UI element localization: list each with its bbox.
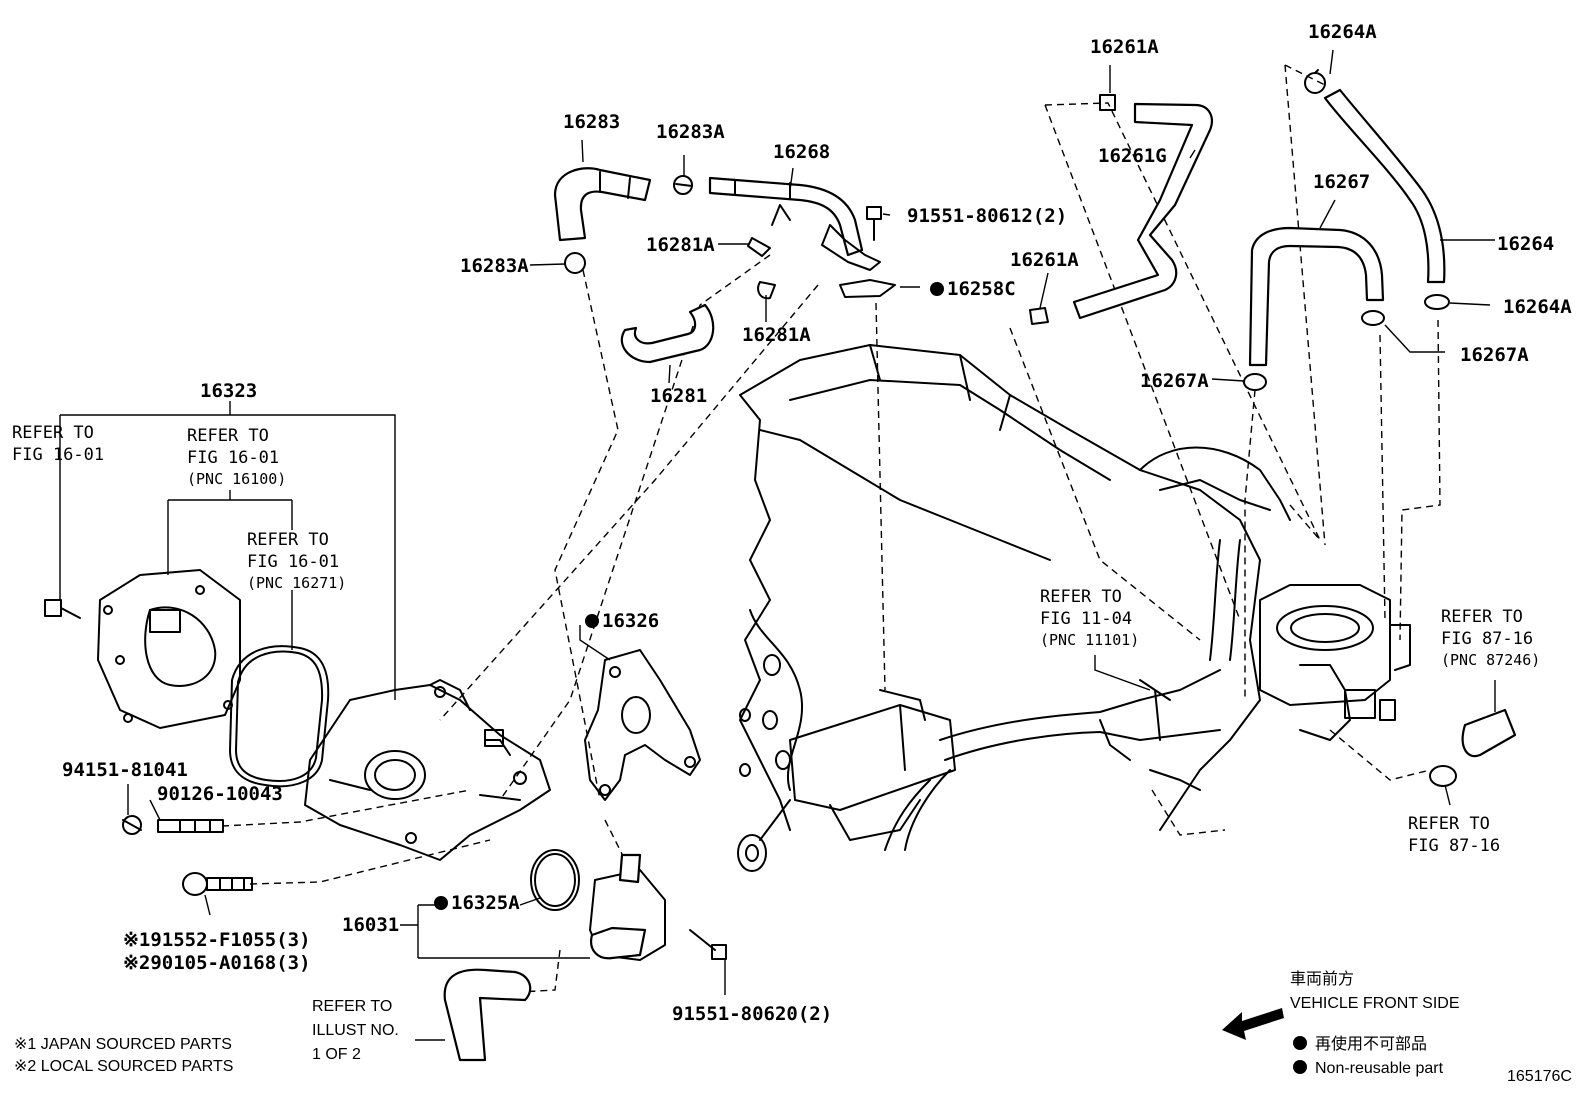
throttle-body: [1259, 584, 1411, 741]
label-16261A-mid: 16261A: [1010, 249, 1079, 271]
label-16281A-left: 16281A: [646, 234, 715, 256]
water-inlet-16031: [589, 853, 666, 961]
figure-id: 165176C: [1507, 1068, 1572, 1085]
label-16267A-right: 16267A: [1460, 344, 1529, 366]
part-labels: 16283 16283A 16268 16261A 16264A 16261G …: [62, 21, 1572, 1025]
ref-87-16-line2: FIG 87-16: [1408, 836, 1500, 856]
gasket-16325A: [530, 849, 580, 911]
bolt-94151: [122, 815, 142, 835]
gasket-16258C: [839, 279, 896, 298]
ref-11101-line3: (PNC 11101): [1040, 631, 1139, 649]
gasket-16326: [584, 649, 701, 801]
hose-16283: [553, 167, 652, 242]
label-16264A-right: 16264A: [1503, 296, 1572, 318]
bolt-91551-80620: [689, 929, 727, 960]
nonreusable-dot-16325A: [434, 896, 448, 910]
hose-16261G: [1072, 102, 1213, 320]
reference-notes: REFER TO FIG 16-01 REFER TO FIG 16-01 (P…: [12, 423, 1540, 1063]
legend-front-en: VEHICLE FRONT SIDE: [1290, 995, 1460, 1012]
leader-lines: [59, 49, 1496, 1041]
label-91552-F1055: ※191552-F1055(3): [123, 929, 311, 951]
ref-16100-line1: REFER TO: [187, 426, 269, 446]
label-16261A-top: 16261A: [1090, 36, 1159, 58]
label-90126-10043: 90126-10043: [157, 783, 283, 805]
label-16281: 16281: [650, 385, 707, 407]
label-16267A-mid: 16267A: [1140, 370, 1209, 392]
legend-nonreusable-en: Non-reusable part: [1315, 1060, 1444, 1077]
label-16264: 16264: [1497, 233, 1554, 255]
label-16283: 16283: [563, 111, 620, 133]
label-16283A-left: 16283A: [460, 255, 529, 277]
label-16283A-top: 16283A: [656, 121, 725, 143]
engine-block: [737, 344, 1291, 872]
clamp-16264A: [1424, 294, 1450, 310]
ref-illust-line2: ILLUST NO.: [312, 1022, 399, 1039]
ref-87246-line2: FIG 87-16: [1441, 629, 1533, 649]
note-local-sourced: ※2 LOCAL SOURCED PARTS: [14, 1058, 233, 1075]
label-90105-A0168: ※290105-A0168(3): [123, 952, 311, 974]
label-16031: 16031: [342, 914, 399, 936]
label-16267: 16267: [1313, 171, 1370, 193]
guide-lines: [221, 64, 1441, 993]
hose-bottom: [443, 968, 532, 1062]
ref-11101-line1: REFER TO: [1040, 587, 1122, 607]
front-arrow-icon: [1222, 1008, 1284, 1040]
bolt-91552: [182, 872, 253, 896]
ref-left-line2: FIG 16-01: [12, 445, 104, 465]
nonreusable-dot-icon: [1293, 1060, 1307, 1074]
hose-16264: [1304, 69, 1446, 284]
label-16325A: 16325A: [451, 892, 520, 914]
ref-illust-line3: 1 OF 2: [312, 1046, 361, 1063]
ref-left-line1: REFER TO: [12, 423, 94, 443]
pipe-16268: [708, 176, 881, 271]
note-japan-sourced: ※1 JAPAN SOURCED PARTS: [14, 1036, 232, 1053]
label-91551-80620: 91551-80620(2): [672, 1003, 832, 1025]
label-91551-80612: 91551-80612(2): [907, 205, 1067, 227]
clamp-16283A-top: [673, 175, 693, 195]
pump-gasket: [229, 645, 330, 788]
ref-16271-line1: REFER TO: [247, 530, 329, 550]
ref-87246-line1: REFER TO: [1441, 607, 1523, 627]
ref-87-16-line1: REFER TO: [1408, 814, 1490, 834]
ref-16271-line2: FIG 16-01: [247, 552, 339, 572]
legend-nonreusable-jp: 再使用不可部品: [1315, 1035, 1427, 1053]
bolt-left-top: [44, 599, 81, 619]
clamp-16267A: [1243, 310, 1385, 391]
hose-right-87246: [1429, 708, 1517, 787]
label-94151-81041: 94151-81041: [62, 759, 188, 781]
ref-illust-line1: REFER TO: [312, 998, 392, 1015]
label-16281A-bottom: 16281A: [742, 324, 811, 346]
ref-11101-line2: FIG 11-04: [1040, 609, 1132, 629]
footnotes: ※1 JAPAN SOURCED PARTS ※2 LOCAL SOURCED …: [14, 1036, 233, 1075]
hose-16281: [620, 303, 715, 364]
ref-87246-line3: (PNC 87246): [1441, 651, 1540, 669]
clamp-16281A: [747, 237, 776, 300]
legend: 車両前方 VEHICLE FRONT SIDE 再使用不可部品 Non-reus…: [1222, 970, 1572, 1085]
water-pump-body: [304, 679, 551, 861]
nonreusable-dot-16258C: [930, 282, 944, 296]
stud-90126: [157, 819, 224, 833]
legend-front-jp: 車両前方: [1290, 970, 1354, 988]
clamp-16283A-left: [564, 252, 586, 274]
hose-16267: [1248, 226, 1385, 367]
bolt-91551-80612: [866, 206, 882, 241]
label-16258C: 16258C: [947, 278, 1016, 300]
label-16323: 16323: [200, 380, 257, 402]
label-16326: 16326: [602, 610, 659, 632]
label-16264A-top: 16264A: [1308, 21, 1377, 43]
nonreusable-dot-icon: [1293, 1036, 1307, 1050]
ref-16271-line3: (PNC 16271): [247, 574, 346, 592]
label-16268: 16268: [773, 141, 830, 163]
ref-16100-line2: FIG 16-01: [187, 448, 279, 468]
label-16261G: 16261G: [1098, 145, 1167, 167]
pump-cover: [97, 569, 241, 729]
nonreusable-dot-16326: [585, 614, 599, 628]
ref-16100-line3: (PNC 16100): [187, 470, 286, 488]
clamp-16261A: [1029, 94, 1116, 325]
